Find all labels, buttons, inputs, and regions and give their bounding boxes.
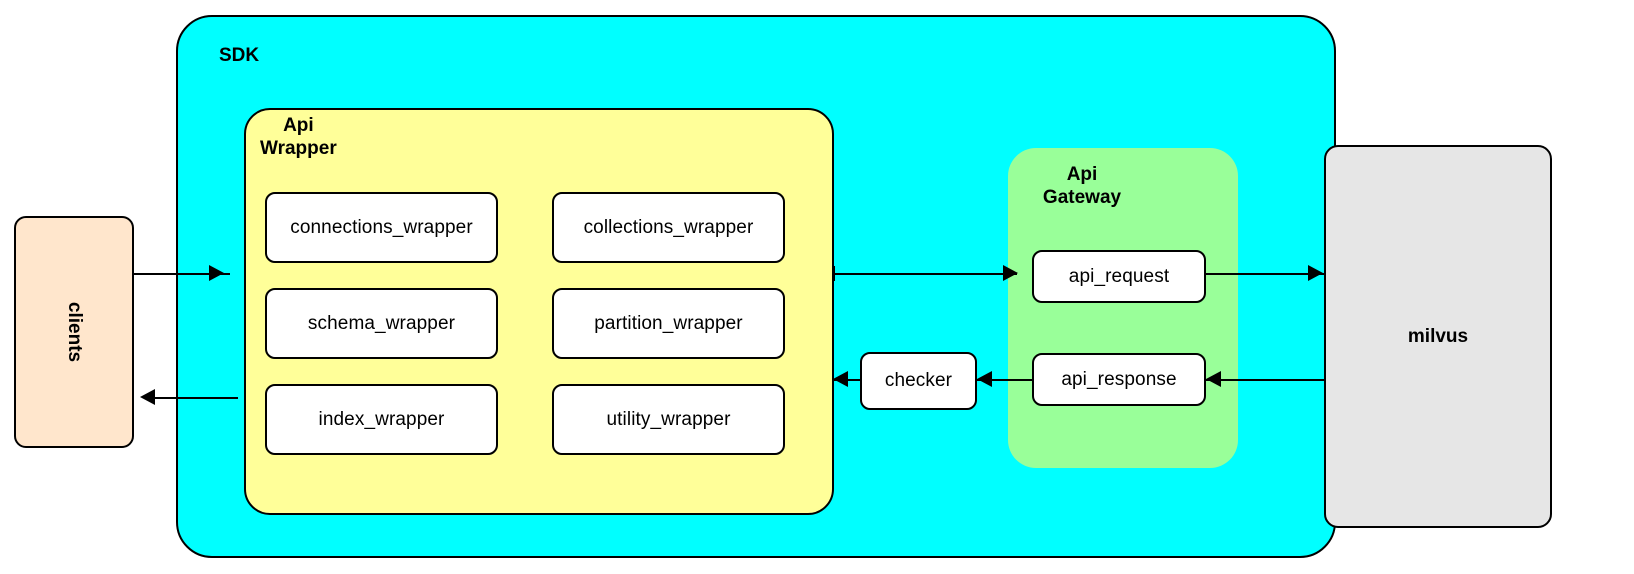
node-partition-wrapper[interactable]: partition_wrapper (552, 288, 785, 359)
node-schema-wrapper[interactable]: schema_wrapper (265, 288, 498, 359)
node-api-response[interactable]: api_response (1032, 353, 1206, 406)
node-connections-wrapper[interactable]: connections_wrapper (265, 192, 498, 263)
edge-clients-to-sdk (134, 273, 230, 275)
node-index-wrapper[interactable]: index_wrapper (265, 384, 498, 455)
node-api-request[interactable]: api_request (1032, 250, 1206, 303)
node-clients[interactable]: clients (14, 216, 134, 448)
node-label: partition_wrapper (594, 312, 743, 334)
edge-wrapper-to-api-request (833, 273, 1017, 275)
node-label: utility_wrapper (606, 408, 731, 430)
node-label: index_wrapper (318, 408, 445, 430)
edge-sdk-to-clients-arrowhead (140, 389, 155, 405)
edge-checker-to-wrapper-arrowhead (833, 371, 848, 387)
node-label: api_request (1068, 265, 1170, 287)
edge-milvus-to-api-response (1206, 379, 1326, 381)
edge-wrapper-to-api-request-stub (833, 266, 835, 281)
edge-milvus-to-api-response-arrowhead (1206, 371, 1221, 387)
api-gateway-container-label: Api Gateway (1042, 164, 1122, 208)
edge-sdk-to-clients (146, 397, 238, 399)
node-label: checker (884, 370, 953, 391)
api-gateway-container (1008, 148, 1238, 468)
node-label: milvus (1407, 325, 1469, 347)
sdk-container-label: SDK (219, 45, 260, 66)
node-label: schema_wrapper (307, 312, 456, 334)
node-checker[interactable]: checker (860, 352, 977, 410)
edge-api-request-to-milvus (1206, 273, 1325, 275)
node-utility-wrapper[interactable]: utility_wrapper (552, 384, 785, 455)
node-milvus[interactable]: milvus (1324, 145, 1552, 528)
edge-api-response-to-checker-arrowhead (977, 371, 992, 387)
edge-api-response-to-checker (977, 379, 1034, 381)
api-wrapper-container-label: Api Wrapper (260, 115, 337, 159)
node-label: connections_wrapper (290, 216, 473, 238)
edge-api-request-to-milvus-arrowhead (1308, 265, 1323, 281)
node-label: collections_wrapper (583, 216, 754, 238)
edge-wrapper-to-api-request-arrowhead (1003, 265, 1018, 281)
node-label: api_response (1061, 368, 1177, 390)
edge-clients-to-sdk-arrowhead (209, 265, 224, 281)
node-label: clients (63, 301, 85, 363)
node-collections-wrapper[interactable]: collections_wrapper (552, 192, 785, 263)
